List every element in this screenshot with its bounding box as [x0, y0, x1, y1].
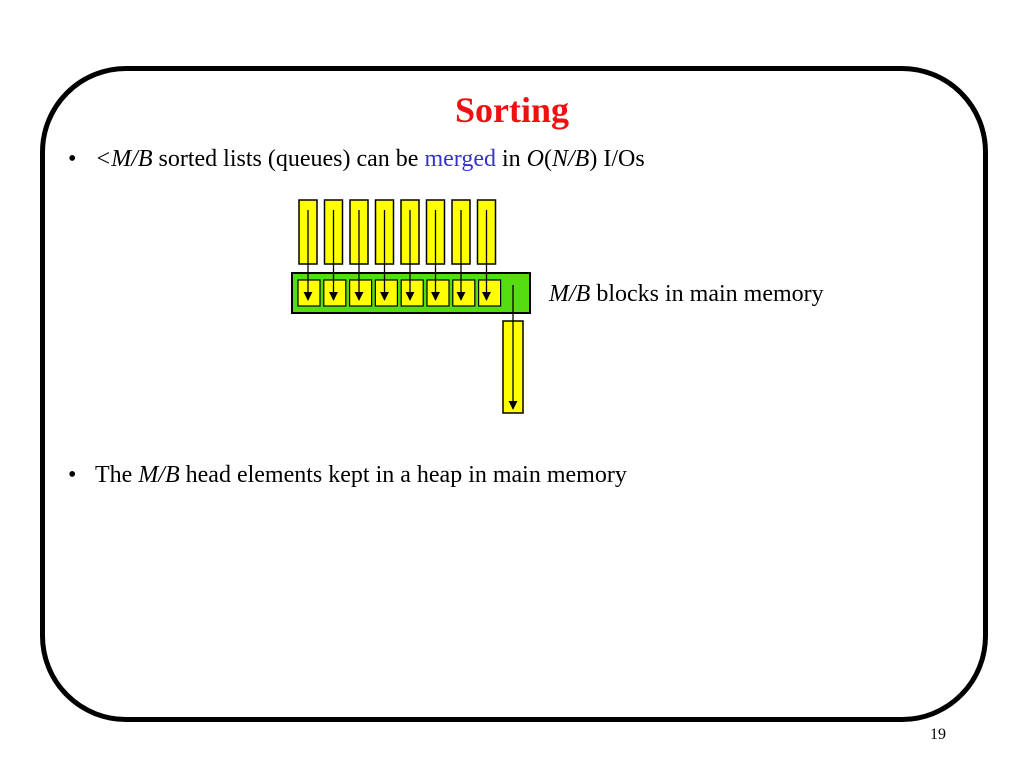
input-queues	[298, 199, 497, 265]
nb-term: N/B	[552, 146, 590, 172]
memory-block	[297, 279, 321, 307]
memory-block	[478, 279, 502, 307]
page-number: 19	[930, 726, 946, 743]
bullet1-text-c: ) I/Os	[589, 146, 645, 172]
bullet-merge-lists: • <M/B sorted lists (queues) can be merge…	[68, 144, 645, 174]
memory-block	[400, 279, 424, 307]
merge-arrows	[303, 210, 518, 410]
bullet1-text-b: in	[495, 146, 527, 172]
merged-term: merged	[424, 146, 496, 172]
memory-blocks-label: M/B blocks in main memory	[549, 279, 824, 309]
bullet-glyph: •	[68, 146, 77, 172]
less-than-symbol: <	[95, 146, 112, 172]
mb-term: M/B	[549, 281, 591, 307]
bullet2-text-a: The	[95, 462, 139, 488]
slide-title: Sorting	[454, 90, 569, 130]
bullet1-paren: (	[544, 146, 552, 172]
bullet2-text-b: head elements kept in a heap in main mem…	[179, 462, 627, 488]
memory-block	[323, 279, 347, 307]
memory-label-text: blocks in main memory	[590, 281, 824, 307]
bullet1-text-a: sorted lists (queues) can be	[152, 146, 425, 172]
memory-block	[349, 279, 373, 307]
big-o-term: O	[526, 146, 544, 172]
bullet-glyph: •	[68, 462, 77, 488]
memory-block	[452, 279, 476, 307]
mb-term: M/B	[138, 462, 180, 488]
mb-term: M/B	[111, 146, 153, 172]
memory-block	[374, 279, 398, 307]
memory-block	[426, 279, 450, 307]
slide-frame	[40, 66, 988, 722]
bullet-heap: • The M/B head elements kept in a heap in…	[68, 460, 627, 490]
